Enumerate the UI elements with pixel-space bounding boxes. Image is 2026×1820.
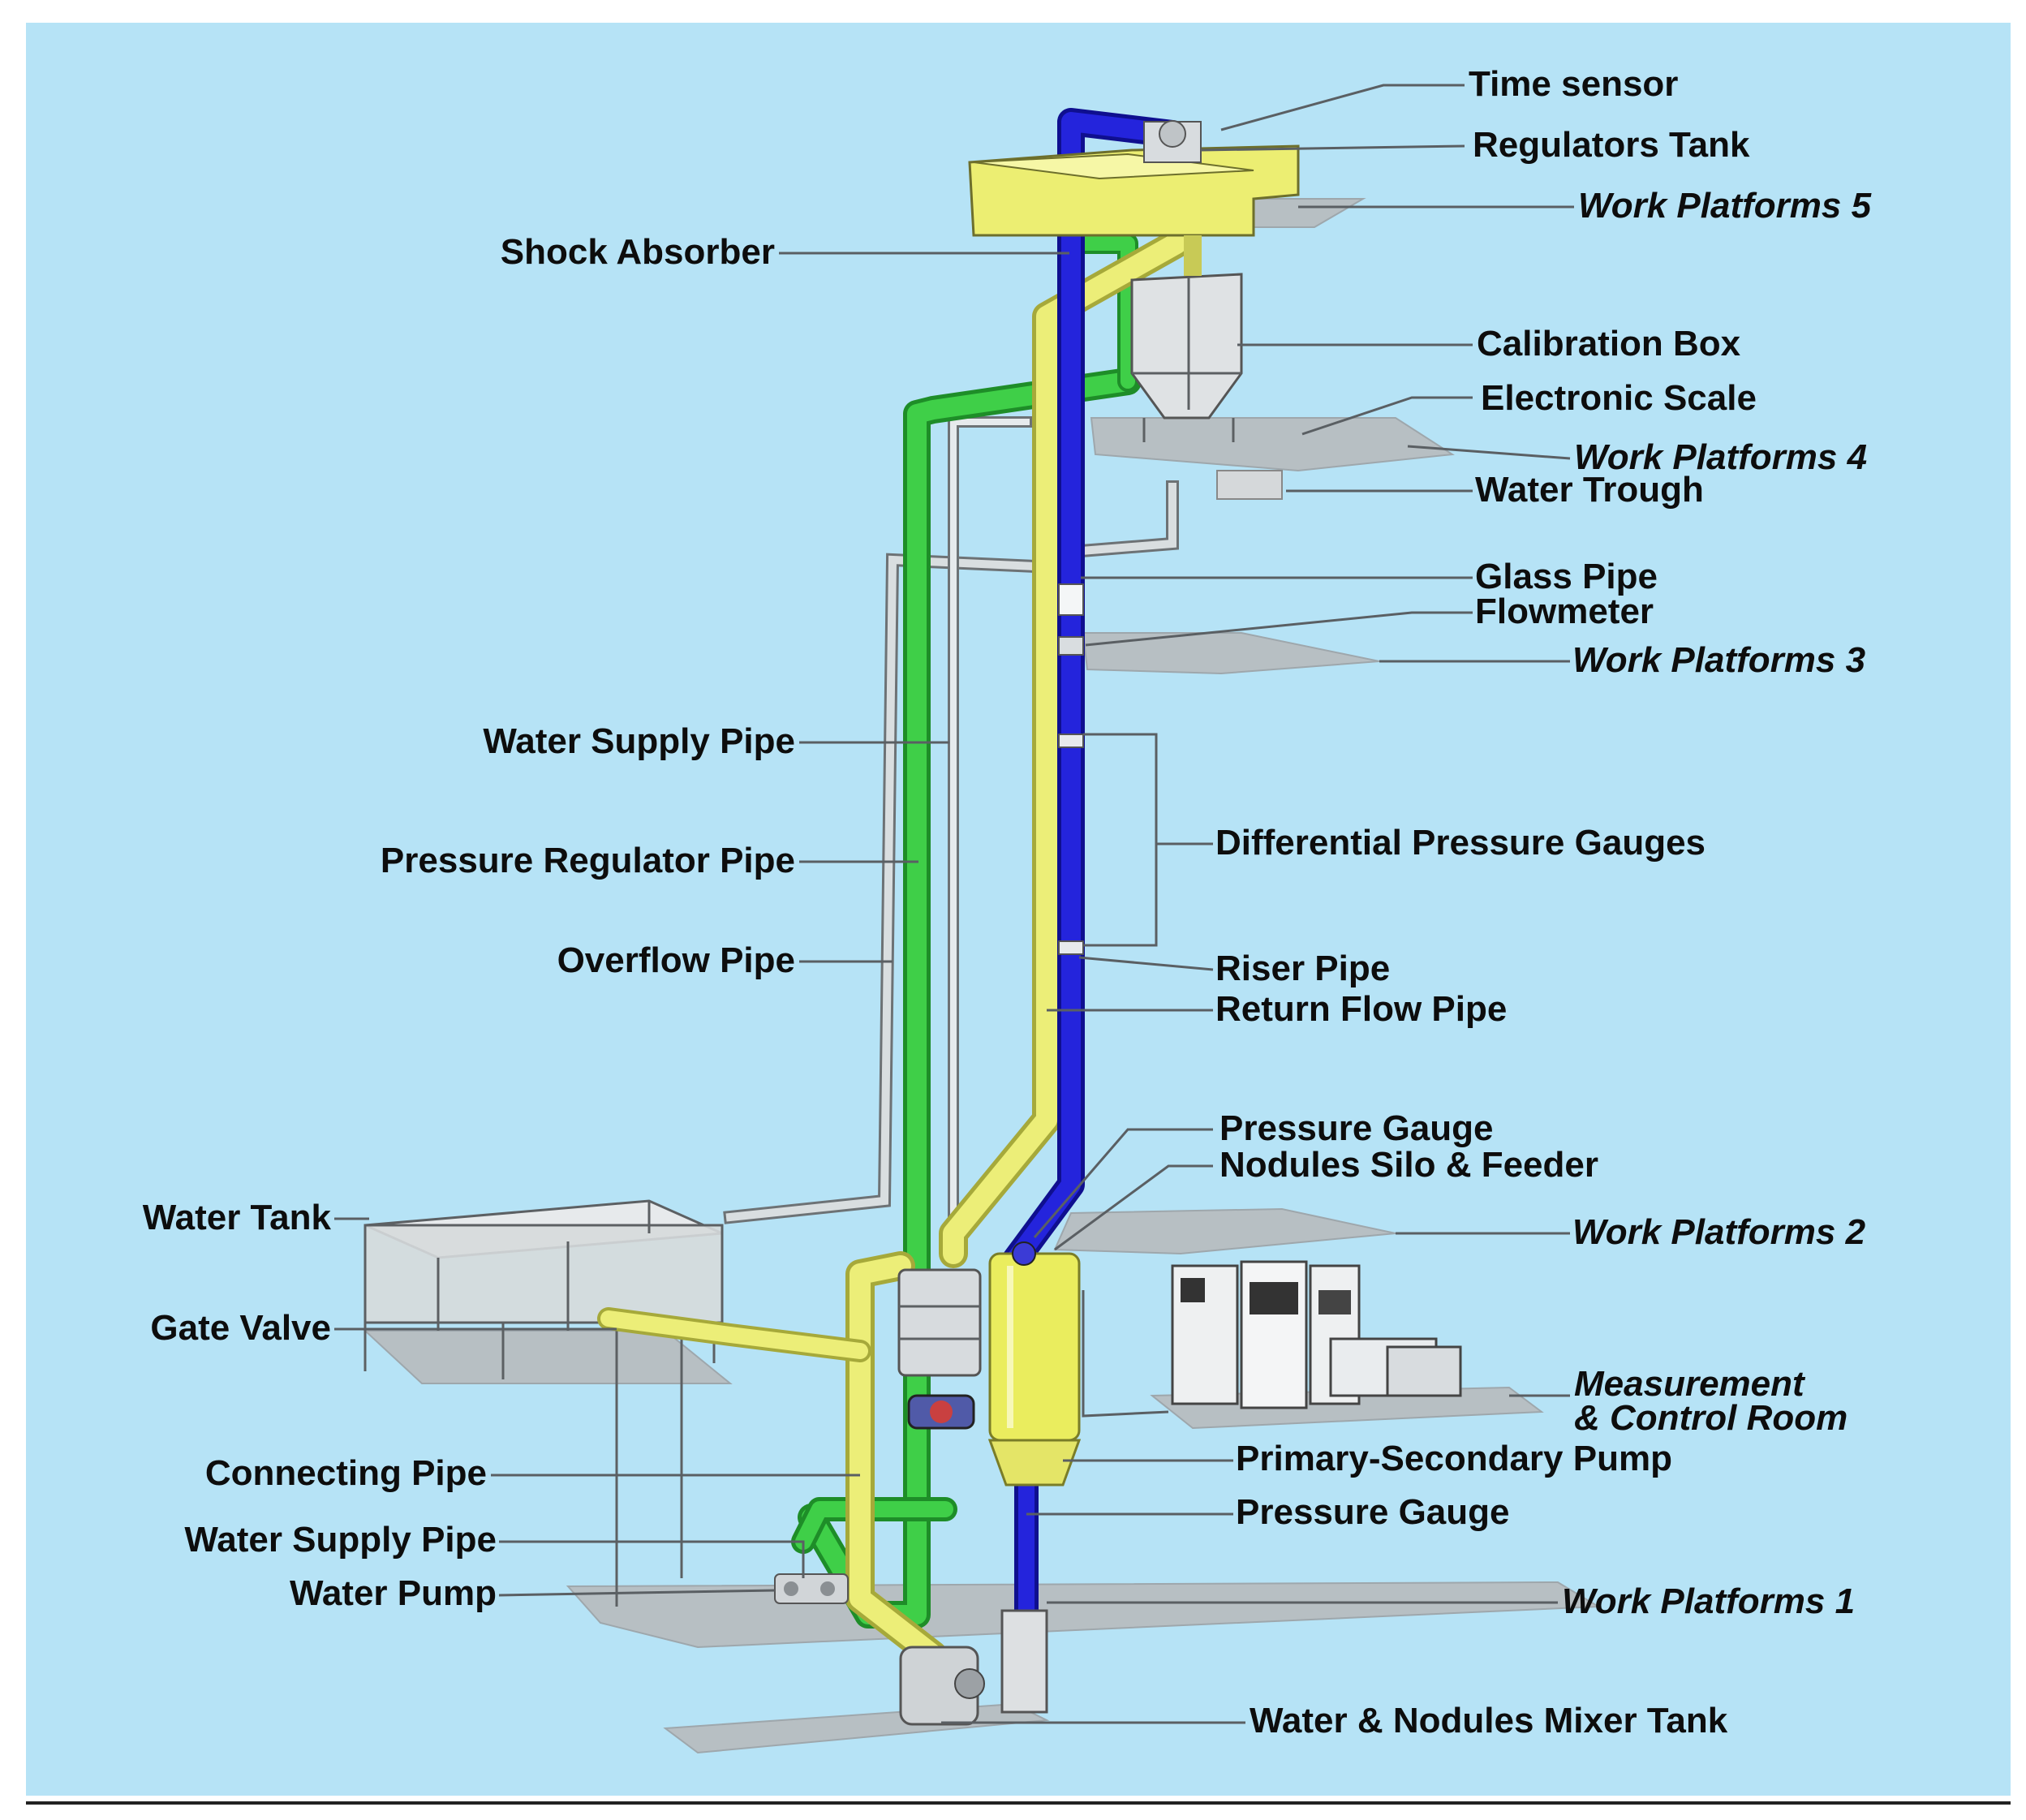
label-electronic-scale: Electronic Scale (1481, 378, 1757, 418)
return-flow-pipe (597, 229, 1191, 1670)
leader-lines (334, 84, 1574, 1724)
label-flowmeter: Flowmeter (1475, 592, 1654, 631)
label-calibration-box: Calibration Box (1477, 324, 1741, 364)
label-riser-pipe: Riser Pipe (1215, 949, 1390, 988)
label-work-platforms-5: Work Platforms 5 (1578, 186, 1872, 226)
label-measurement-room-line1: Measurement (1574, 1364, 1806, 1404)
label-work-platforms-3: Work Platforms 3 (1572, 640, 1865, 680)
label-work-platforms-2: Work Platforms 2 (1572, 1212, 1866, 1252)
calibration-box (1130, 235, 1243, 442)
separator-unit (897, 1268, 982, 1430)
label-work-platforms-4: Work Platforms 4 (1574, 437, 1867, 477)
label-return-flow-pipe: Return Flow Pipe (1215, 989, 1507, 1029)
regulators-tank (968, 120, 1300, 237)
mixer-tank (899, 1609, 1048, 1726)
label-water-pump: Water Pump (290, 1573, 497, 1613)
label-nodules-silo-feeder: Nodules Silo & Feeder (1219, 1145, 1598, 1185)
water-pump (774, 1573, 849, 1604)
control-room-equipment (1171, 1260, 1462, 1409)
label-primary-secondary-pump: Primary-Secondary Pump (1236, 1439, 1672, 1478)
label-water-supply-pipe-upper: Water Supply Pipe (483, 721, 795, 761)
riser-pipe (1000, 108, 1186, 1627)
label-gate-valve: Gate Valve (150, 1308, 331, 1348)
label-pressure-gauge-lower: Pressure Gauge (1236, 1492, 1510, 1532)
label-measurement-room-line2: & Control Room (1574, 1398, 1847, 1438)
water-tank (363, 1199, 724, 1607)
label-overflow-pipe: Overflow Pipe (557, 940, 795, 980)
label-pressure-regulator-pipe: Pressure Regulator Pipe (381, 841, 795, 880)
work-platform-4 (1090, 417, 1455, 500)
label-water-trough: Water Trough (1475, 470, 1704, 510)
label-water-supply-pipe-lower: Water Supply Pipe (184, 1520, 497, 1560)
label-shock-absorber: Shock Absorber (501, 232, 775, 272)
label-mixer-tank: Water & Nodules Mixer Tank (1250, 1701, 1728, 1740)
label-differential-pressure-gauges: Differential Pressure Gauges (1215, 823, 1706, 863)
label-time-sensor: Time sensor (1469, 64, 1678, 104)
label-pressure-gauge-upper: Pressure Gauge (1219, 1108, 1494, 1148)
nodules-silo-feeder (987, 1241, 1082, 1487)
label-glass-pipe: Glass Pipe (1475, 557, 1658, 596)
label-connecting-pipe: Connecting Pipe (205, 1453, 487, 1493)
label-work-platforms-1: Work Platforms 1 (1562, 1581, 1855, 1621)
work-platform-2 (1053, 1207, 1396, 1255)
label-water-tank: Water Tank (143, 1198, 332, 1237)
water-tank-platform (363, 1330, 733, 1384)
label-regulators-tank: Regulators Tank (1473, 125, 1750, 165)
